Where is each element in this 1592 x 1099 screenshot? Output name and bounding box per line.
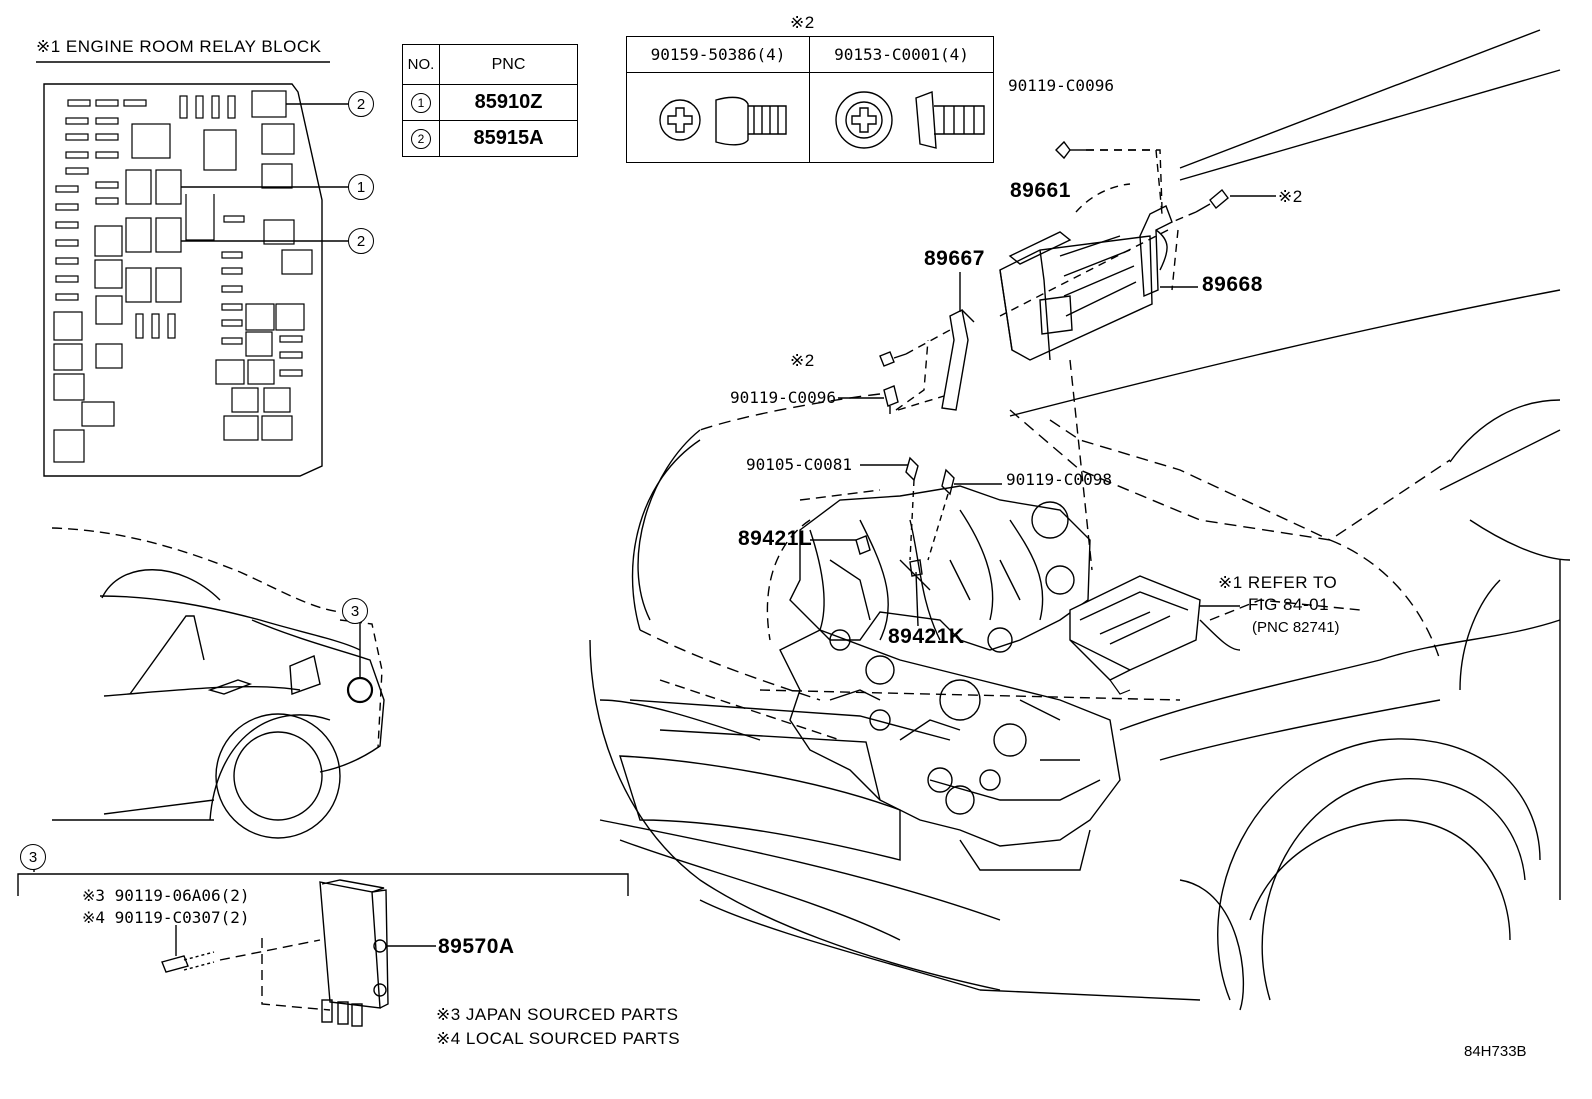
figure-code: 84H733B: [1464, 1043, 1527, 1060]
callout-detail-3: 3: [20, 844, 46, 870]
front-car-drawing: [589, 29, 1571, 1011]
pnc-row-1-value: 85910Z: [439, 84, 578, 121]
label-note2-right: ※2: [1278, 187, 1303, 206]
footnote-japan: ※3 JAPAN SOURCED PARTS: [436, 1005, 679, 1024]
label-bolt-top: 90119-C0096: [1008, 76, 1114, 95]
relay-block-title: ※1 ENGINE ROOM RELAY BLOCK: [36, 37, 322, 56]
label-refer-line1: ※1 REFER TO: [1218, 573, 1338, 592]
callout-relay-2-top: 2: [348, 91, 374, 117]
fastener-header-2: 90153-C0001(4): [809, 36, 994, 73]
label-ecu: 89661: [1010, 179, 1071, 202]
fastener-icon-cell-1: [626, 72, 810, 163]
label-sensor-l: 89421L: [738, 527, 813, 550]
label-bracket-right: 89668: [1202, 273, 1263, 296]
pnc-row-1-no: 1: [411, 92, 431, 113]
label-bolt-left: 90119-C0096: [730, 388, 836, 407]
pnc-header-no: NO.: [402, 44, 440, 85]
pnc-row-2-value: 85915A: [439, 120, 578, 157]
label-refer-line3: (PNC 82741): [1252, 619, 1340, 636]
pnc-row-2-no: 2: [411, 128, 431, 149]
label-module: 89570A: [438, 935, 515, 958]
label-refer-line2: FIG 84-01: [1248, 595, 1330, 614]
label-note2-left: ※2: [790, 351, 815, 370]
label-bolt-90105: 90105-C0081: [746, 455, 852, 474]
rear-car-drawing: [51, 527, 385, 839]
fastener-icon-cell-2: [809, 72, 994, 163]
label-bolt-90119-c0098: 90119-C0098: [1006, 470, 1112, 489]
relay-block-drawing: [36, 61, 348, 477]
fastener-header-1: 90159-50386(4): [626, 36, 810, 73]
pnc-table: NO. PNC 1 85910Z 2 85915A: [402, 44, 578, 157]
callout-relay-1: 1: [348, 174, 374, 200]
pnc-row-no: 2: [402, 120, 440, 157]
pnc-row-no: 1: [402, 84, 440, 121]
label-sensor-k: 89421K: [888, 625, 965, 648]
label-bracket-left: 89667: [924, 247, 985, 270]
fastener-table-note: ※2: [790, 13, 815, 32]
footnote-local: ※4 LOCAL SOURCED PARTS: [436, 1029, 681, 1048]
pnc-header-pnc: PNC: [439, 44, 578, 85]
fastener-table: 90159-50386(4) 90153-C0001(4): [626, 36, 994, 163]
label-bolt-note-1: ※3 90119-06A06(2): [82, 886, 250, 905]
callout-relay-2: 2: [348, 228, 374, 254]
detail-3-bracket: [17, 868, 629, 1027]
label-bolt-note-2: ※4 90119-C0307(2): [82, 908, 250, 927]
callout-rear-3: 3: [342, 598, 368, 624]
